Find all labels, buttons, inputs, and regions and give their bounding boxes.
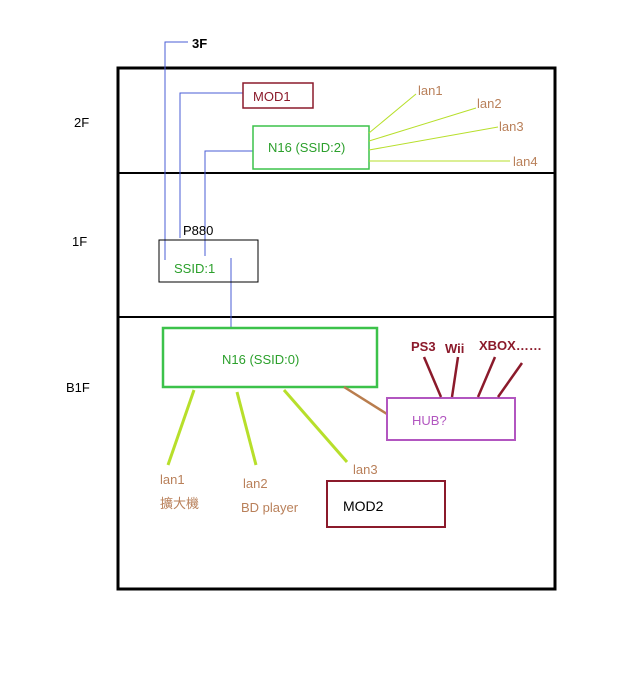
p880-box [158, 239, 259, 283]
mod2-box [326, 480, 446, 528]
blue-wiring [164, 41, 253, 332]
floor-label-b1f: B1F [66, 380, 90, 395]
n16-ssid0-box [161, 326, 379, 389]
lan-lines-2f [368, 93, 510, 162]
lan2-2f-label: lan2 [477, 96, 502, 111]
p880-label: P880 [183, 223, 213, 238]
ssid1-label: SSID:1 [174, 261, 215, 276]
n16-ssid0-label: N16 (SSID:0) [222, 352, 299, 367]
building-outline [116, 66, 557, 591]
lan1-b1f-label: lan1 [160, 472, 185, 487]
lan1-2f-label: lan1 [418, 83, 443, 98]
hub-box [386, 397, 516, 441]
mod1-box [242, 82, 314, 109]
lan4-2f-label: lan4 [513, 154, 538, 169]
floor-label-3f: 3F [192, 36, 207, 51]
mod2-label: MOD2 [343, 498, 384, 514]
wii-label: Wii [445, 341, 464, 356]
floor-label-1f: 1F [72, 234, 87, 249]
bd-player-label: BD player [241, 500, 299, 515]
n16-ssid2-box [252, 125, 370, 170]
amplifier-label: 擴大機 [160, 496, 199, 511]
hub-link [343, 385, 388, 416]
mod1-label: MOD1 [253, 89, 291, 104]
lan3-b1f-label: lan3 [353, 462, 378, 477]
hub-label: HUB? [412, 413, 447, 428]
lan3-2f-label: lan3 [499, 119, 524, 134]
floor-label-2f: 2F [74, 115, 89, 130]
lan2-b1f-label: lan2 [243, 476, 268, 491]
xbox-label: XBOX…… [479, 338, 542, 353]
console-lines [422, 356, 524, 398]
lan-lines-b1f [166, 389, 349, 466]
n16-ssid2-label: N16 (SSID:2) [268, 140, 345, 155]
ps3-label: PS3 [411, 339, 436, 354]
